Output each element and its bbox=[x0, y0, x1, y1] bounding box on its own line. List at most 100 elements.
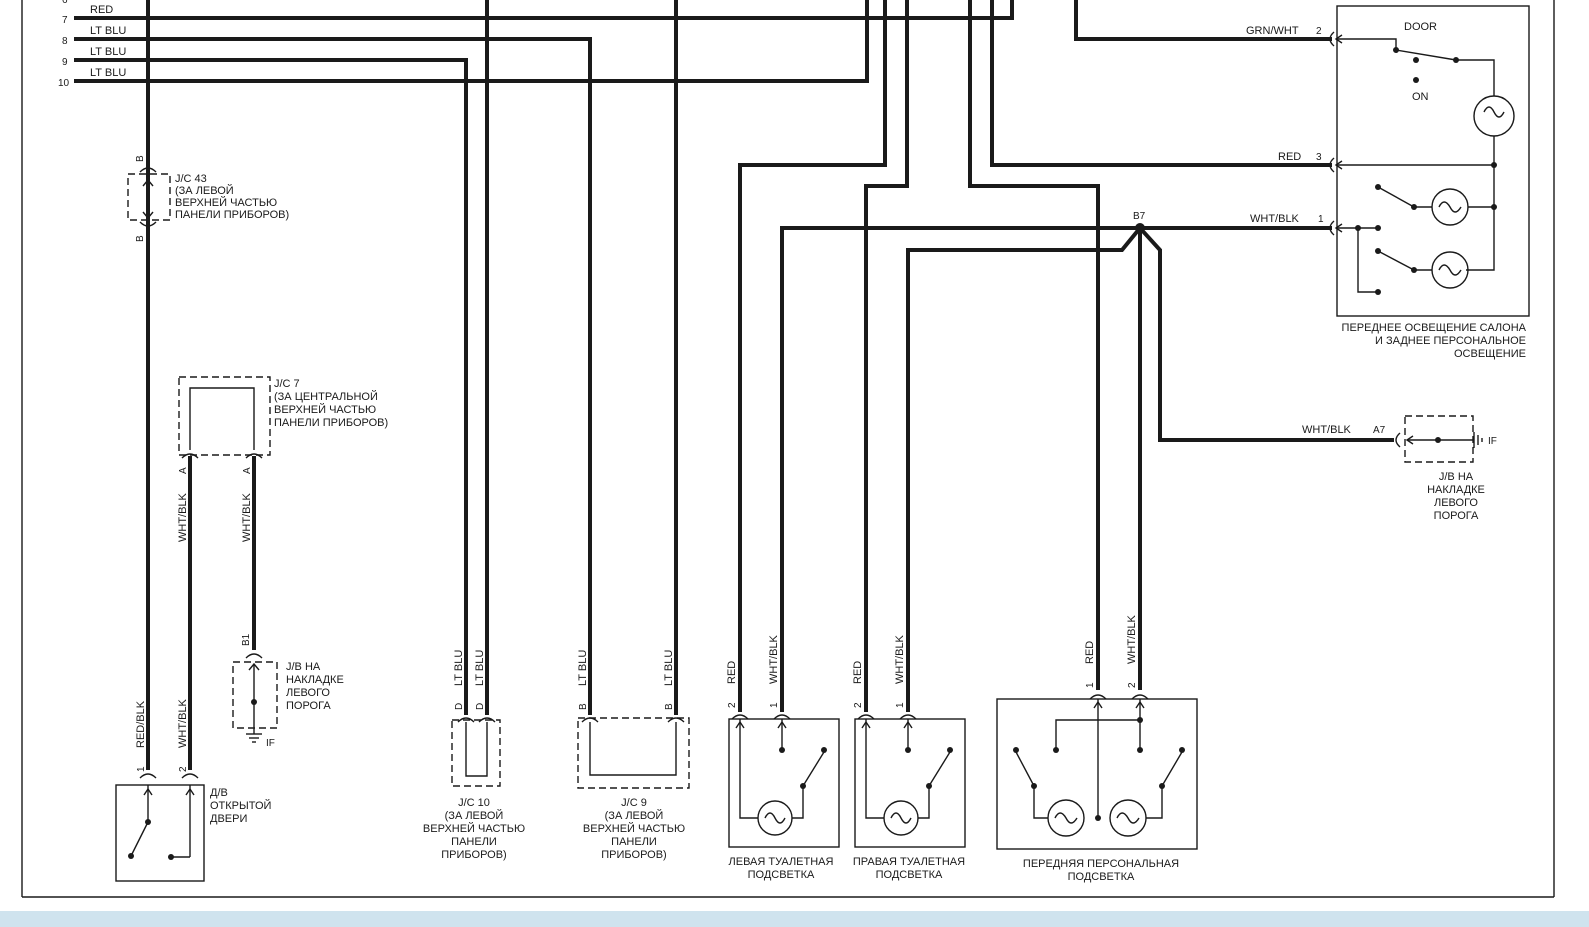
svg-text:WHT/BLK: WHT/BLK bbox=[241, 492, 253, 542]
svg-text:J/C 10: J/C 10 bbox=[458, 797, 490, 809]
svg-text:WHT/BLK: WHT/BLK bbox=[177, 698, 189, 748]
svg-text:J/B НА: J/B НА bbox=[1439, 471, 1474, 483]
svg-text:2: 2 bbox=[1316, 26, 1322, 37]
svg-text:ПРИБОРОВ): ПРИБОРОВ) bbox=[441, 849, 506, 861]
svg-text:WHT/BLK: WHT/BLK bbox=[768, 634, 780, 684]
svg-text:ПОРОГА: ПОРОГА bbox=[1434, 510, 1479, 522]
svg-text:ПРАВАЯ ТУАЛЕТНАЯ: ПРАВАЯ ТУАЛЕТНАЯ bbox=[853, 856, 965, 868]
svg-text:(ЗА ЛЕВОЙ: (ЗА ЛЕВОЙ bbox=[445, 809, 504, 822]
svg-text:(ЗА ЛЕВОЙ: (ЗА ЛЕВОЙ bbox=[605, 809, 664, 822]
svg-text:RED: RED bbox=[1278, 151, 1301, 163]
svg-text:ЛЕВОГО: ЛЕВОГО bbox=[286, 687, 330, 699]
right-vanity-light: RED WHT/BLK 2 1 ПРАВАЯ ТУАЛЕТНАЯ ПОДСВЕТ… bbox=[852, 634, 966, 881]
svg-text:DOOR: DOOR bbox=[1404, 21, 1437, 33]
jc7-connector: A A WHT/BLK WHT/BLK J/C 7 (ЗА ЦЕНТРАЛЬНО… bbox=[177, 376, 388, 542]
svg-text:6: 6 bbox=[62, 0, 68, 6]
svg-text:ВЕРХНЕЙ ЧАСТЬЮ: ВЕРХНЕЙ ЧАСТЬЮ bbox=[423, 822, 525, 835]
svg-text:RED: RED bbox=[90, 4, 113, 16]
svg-text:ON: ON bbox=[1412, 91, 1429, 103]
svg-text:1: 1 bbox=[136, 766, 147, 772]
svg-text:WHT/BLK: WHT/BLK bbox=[1250, 213, 1300, 225]
svg-text:10: 10 bbox=[58, 78, 70, 89]
front-personal-light: RED WHT/BLK 1 2 ПЕРЕДНЯЯ ПЕРСОНАЛЬНАЯ ПО… bbox=[996, 614, 1198, 883]
svg-text:ЛЕВОГО: ЛЕВОГО bbox=[1434, 497, 1478, 509]
jb-left-connector: IF B1 J/B НА НАКЛАДКЕ ЛЕВОГО ПОРОГА bbox=[232, 633, 344, 749]
svg-text:ВЕРХНЕЙ ЧАСТЬЮ: ВЕРХНЕЙ ЧАСТЬЮ bbox=[583, 822, 685, 835]
svg-text:RED: RED bbox=[726, 661, 738, 684]
svg-text:J/C 43: J/C 43 bbox=[175, 173, 207, 185]
jc43-connector: B B J/C 43 (ЗА ЛЕВОЙ ВЕРХНЕЙ ЧАСТЬЮ ПАНЕ… bbox=[127, 155, 289, 242]
junction-b7: B7 bbox=[1133, 211, 1146, 233]
svg-text:B: B bbox=[664, 703, 675, 710]
svg-text:LT BLU: LT BLU bbox=[90, 25, 126, 37]
svg-text:LT BLU: LT BLU bbox=[474, 650, 486, 686]
svg-text:9: 9 bbox=[62, 57, 68, 68]
svg-text:J/C 9: J/C 9 bbox=[621, 797, 647, 809]
svg-text:ПЕРЕДНЯЯ ПЕРСОНАЛЬНАЯ: ПЕРЕДНЯЯ ПЕРСОНАЛЬНАЯ bbox=[1023, 858, 1179, 870]
svg-text:B: B bbox=[578, 703, 589, 710]
bottom-bar bbox=[0, 911, 1589, 927]
svg-text:B1: B1 bbox=[241, 633, 252, 646]
svg-text:2: 2 bbox=[178, 766, 189, 772]
svg-text:ОТКРЫТОЙ: ОТКРЫТОЙ bbox=[210, 799, 271, 812]
svg-text:RED: RED bbox=[852, 661, 864, 684]
jc10-connector: D D LT BLU LT BLU J/C 10 (ЗА ЛЕВОЙ ВЕРХН… bbox=[423, 650, 525, 861]
svg-text:ПАНЕЛИ ПРИБОРОВ): ПАНЕЛИ ПРИБОРОВ) bbox=[175, 209, 289, 221]
svg-text:И ЗАДНЕЕ ПЕРСОНАЛЬНОЕ: И ЗАДНЕЕ ПЕРСОНАЛЬНОЕ bbox=[1375, 335, 1526, 347]
svg-text:LT BLU: LT BLU bbox=[90, 67, 126, 79]
wires bbox=[74, 0, 1394, 770]
svg-text:LT BLU: LT BLU bbox=[90, 46, 126, 58]
svg-text:ВЕРХНЕЙ ЧАСТЬЮ: ВЕРХНЕЙ ЧАСТЬЮ bbox=[274, 403, 376, 416]
svg-text:3: 3 bbox=[1316, 152, 1322, 163]
svg-text:ЛЕВАЯ ТУАЛЕТНАЯ: ЛЕВАЯ ТУАЛЕТНАЯ bbox=[729, 856, 834, 868]
svg-text:1: 1 bbox=[769, 702, 780, 708]
svg-text:(ЗА ЦЕНТРАЛЬНОЙ: (ЗА ЦЕНТРАЛЬНОЙ bbox=[274, 390, 378, 403]
svg-text:НАКЛАДКЕ: НАКЛАДКЕ bbox=[1427, 484, 1485, 496]
svg-text:B: B bbox=[135, 235, 146, 242]
svg-text:LT BLU: LT BLU bbox=[663, 650, 675, 686]
main-connector-pins: 6 7 8 9 10 RED LT BLU LT BLU LT BLU bbox=[58, 0, 126, 89]
svg-text:ДВЕРИ: ДВЕРИ bbox=[210, 813, 247, 825]
svg-text:B7: B7 bbox=[1133, 211, 1146, 222]
jc9-connector: B B LT BLU LT BLU J/C 9 (ЗА ЛЕВОЙ ВЕРХНЕ… bbox=[577, 650, 690, 861]
svg-text:A7: A7 bbox=[1373, 425, 1386, 436]
svg-text:ПАНЕЛИ: ПАНЕЛИ bbox=[451, 836, 497, 848]
svg-text:IF: IF bbox=[1488, 436, 1497, 447]
svg-text:1: 1 bbox=[1085, 682, 1096, 688]
svg-text:ОСВЕЩЕНИЕ: ОСВЕЩЕНИЕ bbox=[1454, 348, 1526, 360]
svg-text:ПЕРЕДНЕЕ ОСВЕЩЕНИЕ САЛОНА: ПЕРЕДНЕЕ ОСВЕЩЕНИЕ САЛОНА bbox=[1342, 322, 1527, 334]
svg-text:D: D bbox=[454, 703, 465, 710]
svg-text:A: A bbox=[242, 467, 253, 474]
svg-text:WHT/BLK: WHT/BLK bbox=[1302, 424, 1352, 436]
svg-text:ПОРОГА: ПОРОГА bbox=[286, 700, 331, 712]
svg-text:J/C 7: J/C 7 bbox=[274, 378, 300, 390]
svg-text:ПАНЕЛИ: ПАНЕЛИ bbox=[611, 836, 657, 848]
svg-text:RED/BLK: RED/BLK bbox=[135, 700, 147, 748]
svg-text:7: 7 bbox=[62, 15, 68, 26]
svg-text:1: 1 bbox=[1318, 214, 1324, 225]
door-switch: RED/BLK WHT/BLK 1 2 Д/В ОТКРЫТОЙ ДВЕРИ bbox=[115, 698, 271, 882]
svg-text:D: D bbox=[475, 703, 486, 710]
svg-text:8: 8 bbox=[62, 36, 68, 47]
svg-text:2: 2 bbox=[727, 702, 738, 708]
svg-text:WHT/BLK: WHT/BLK bbox=[894, 634, 906, 684]
svg-text:1: 1 bbox=[895, 702, 906, 708]
svg-text:2: 2 bbox=[1127, 682, 1138, 688]
svg-text:ПРИБОРОВ): ПРИБОРОВ) bbox=[601, 849, 666, 861]
left-vanity-light: RED WHT/BLK 2 1 ЛЕВАЯ ТУАЛЕТНАЯ ПОДСВЕТК… bbox=[726, 634, 840, 881]
svg-text:LT BLU: LT BLU bbox=[577, 650, 589, 686]
svg-text:ПОДСВЕТКА: ПОДСВЕТКА bbox=[748, 869, 815, 881]
svg-text:B: B bbox=[135, 155, 146, 162]
svg-text:(ЗА ЛЕВОЙ: (ЗА ЛЕВОЙ bbox=[175, 184, 234, 197]
svg-text:ПОДСВЕТКА: ПОДСВЕТКА bbox=[876, 869, 943, 881]
svg-text:НАКЛАДКЕ: НАКЛАДКЕ bbox=[286, 674, 344, 686]
svg-text:ПОДСВЕТКА: ПОДСВЕТКА bbox=[1068, 871, 1135, 883]
svg-text:RED: RED bbox=[1084, 641, 1096, 664]
svg-text:GRN/WHT: GRN/WHT bbox=[1246, 25, 1299, 37]
svg-text:ПАНЕЛИ ПРИБОРОВ): ПАНЕЛИ ПРИБОРОВ) bbox=[274, 417, 388, 429]
interior-light-assembly: GRN/WHT 2 RED 3 WHT/BLK 1 DOOR ON bbox=[1246, 5, 1530, 360]
svg-text:2: 2 bbox=[853, 702, 864, 708]
svg-text:ВЕРХНЕЙ ЧАСТЬЮ: ВЕРХНЕЙ ЧАСТЬЮ bbox=[175, 196, 277, 209]
